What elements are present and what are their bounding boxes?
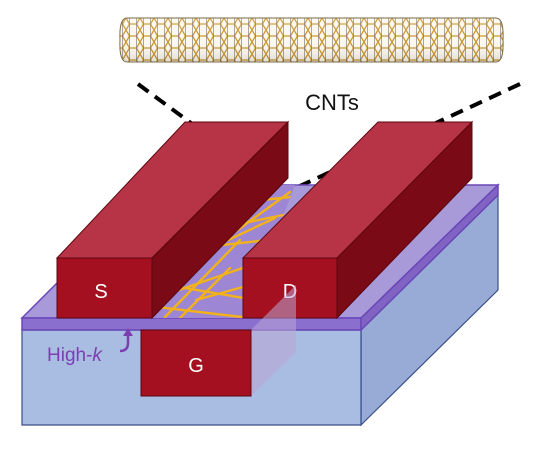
dielectric-front-edge bbox=[21, 317, 362, 331]
drain-electrode: D bbox=[241, 120, 474, 320]
high-k-arrowhead-icon bbox=[123, 328, 133, 336]
cnt-wire bbox=[194, 283, 252, 302]
cnts-label: CNTs bbox=[305, 90, 359, 115]
gate-label: G bbox=[188, 355, 204, 377]
high-k-label: High-k bbox=[47, 345, 103, 366]
dielectric-right-edge bbox=[360, 183, 499, 332]
high-k-symbol: k bbox=[92, 345, 103, 366]
gate-front-face bbox=[140, 329, 252, 397]
source-label: S bbox=[94, 281, 107, 303]
gate-electrode: G bbox=[140, 285, 296, 397]
drain-front-face bbox=[242, 257, 338, 319]
source-front-face bbox=[56, 257, 153, 319]
cnt-wire bbox=[163, 238, 242, 318]
carbon-nanotube-image bbox=[119, 17, 504, 63]
high-k-arrow-icon bbox=[119, 333, 130, 353]
high-k-annotation: High-k bbox=[47, 328, 133, 366]
source-electrode: S bbox=[55, 120, 290, 320]
high-k-prefix: High- bbox=[47, 345, 92, 366]
channel-region bbox=[150, 185, 295, 318]
gate-side-face bbox=[251, 285, 296, 396]
